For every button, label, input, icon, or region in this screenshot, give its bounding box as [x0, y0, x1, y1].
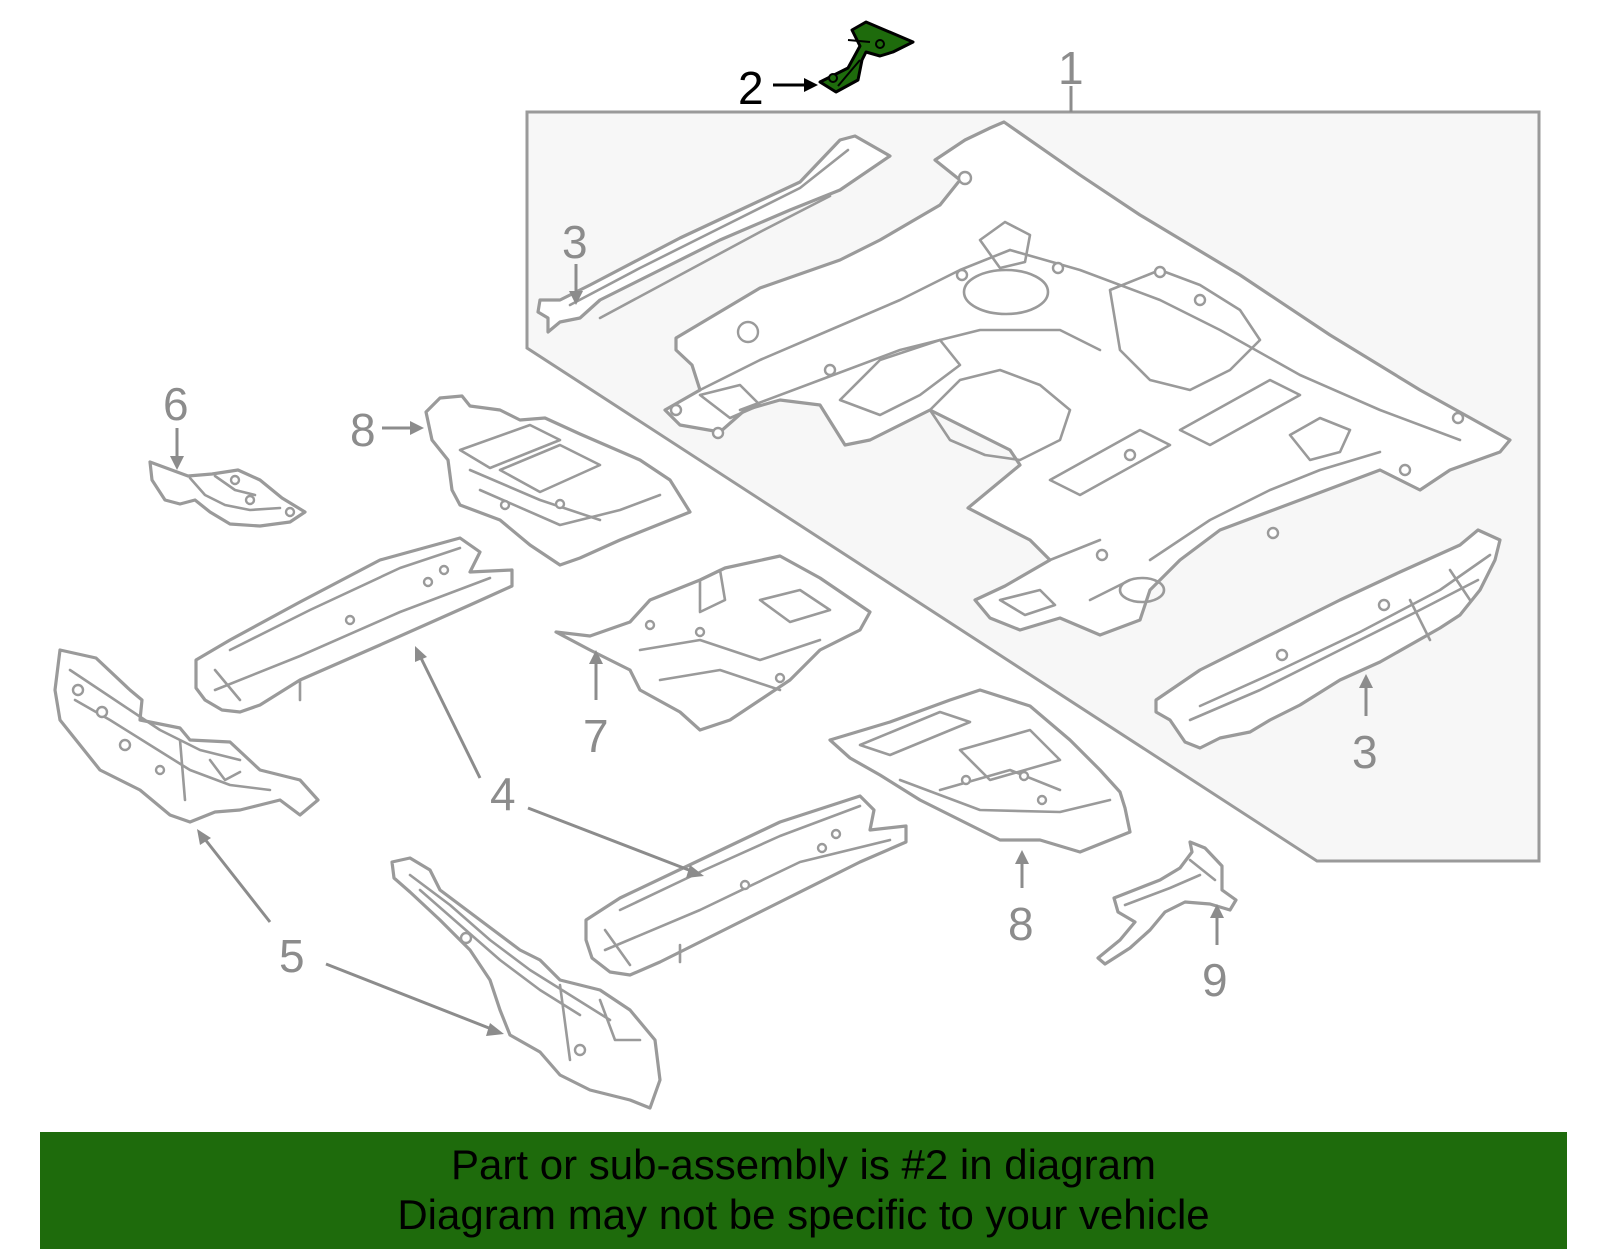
callout-3b-arrow — [1359, 674, 1373, 716]
callout-5-leaders — [197, 829, 504, 1036]
part-7-tunnel-panel — [554, 554, 872, 732]
callout-7: 7 — [583, 710, 609, 762]
part-8-lower-panel — [828, 688, 1132, 854]
callout-3a: 3 — [562, 216, 588, 268]
callout-9: 9 — [1202, 954, 1228, 1006]
part-3-lower-rail — [1154, 528, 1502, 750]
callout-2-arrow — [773, 78, 818, 92]
part-4-upper-rail — [194, 536, 514, 714]
banner-line-1: Part or sub-assembly is #2 in diagram — [451, 1141, 1156, 1188]
part-5-lower-crossmember — [390, 856, 662, 1110]
callout-6: 6 — [163, 378, 189, 430]
callout-8b: 8 — [1008, 898, 1034, 950]
banner-line-2: Diagram may not be specific to your vehi… — [397, 1191, 1210, 1238]
callout-9-arrow — [1210, 904, 1224, 945]
callout-6-arrow — [170, 428, 184, 470]
info-banner: Part or sub-assembly is #2 in diagram Di… — [40, 1132, 1567, 1249]
callout-8a-arrow — [382, 421, 424, 435]
callout-4: 4 — [490, 768, 516, 820]
part-6-bracket — [148, 460, 307, 528]
part-9-bracket — [1096, 840, 1238, 966]
part-2-bracket[interactable] — [818, 20, 915, 94]
part-1-floor-pan — [663, 120, 1512, 637]
callout-1: 1 — [1058, 42, 1084, 94]
part-3-upper-rail — [536, 134, 892, 334]
callout-8b-arrow — [1015, 850, 1029, 888]
part-4-lower-rail — [584, 794, 908, 977]
callout-3b: 3 — [1352, 726, 1378, 778]
callout-8a: 8 — [350, 404, 376, 456]
part-5-upper-crossmember — [53, 648, 320, 824]
callout-2: 2 — [738, 62, 764, 114]
callout-5: 5 — [279, 930, 305, 982]
callout-4-leaders — [415, 646, 704, 878]
part-8-upper-panel — [424, 394, 692, 567]
parts-diagram: 1 2 3 3 4 5 6 7 8 8 9 — [53, 20, 1541, 1110]
callout-3a-arrow — [569, 264, 583, 305]
callout-7-arrow — [589, 650, 603, 700]
